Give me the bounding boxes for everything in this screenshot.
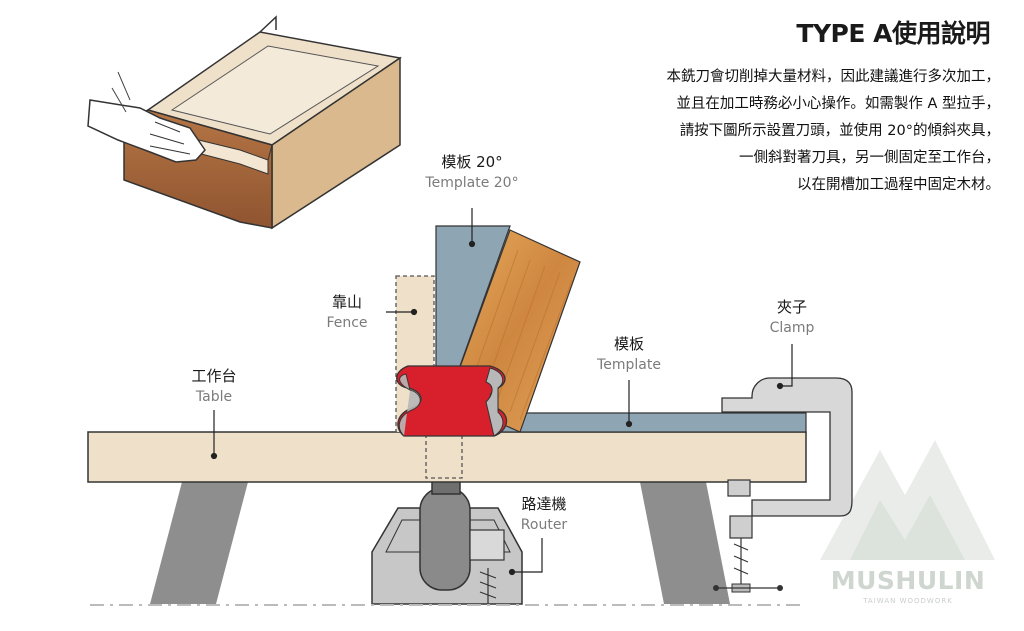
- description-block: 本銑刀會切削掉大量材料，因此建議進行多次加工， 並且在加工時務必小心操作。如需製…: [540, 64, 1001, 199]
- label-table: 工作台 Table: [174, 366, 254, 408]
- description-line: 以在開槽加工過程中固定木材。: [797, 177, 1000, 193]
- label-clamp: 夾子 Clamp: [752, 297, 832, 339]
- label-en: Fence: [326, 315, 368, 331]
- label-template-20: 模板 20° Template 20°: [412, 152, 532, 194]
- label-zh: 模板: [613, 335, 644, 353]
- leader-lines: [210, 208, 793, 576]
- brand-tagline: TAIWAN WOODWORK: [863, 597, 953, 605]
- label-zh: 模板 20°: [441, 153, 503, 171]
- description-line: 請按下圖所示設置刀頭，並使用 20°的傾斜夾具，: [679, 123, 1000, 139]
- label-zh: 路達機: [521, 495, 567, 513]
- page-title: TYPE A使用說明: [796, 19, 990, 48]
- router-bit-icon: [396, 365, 508, 437]
- router: [371, 475, 523, 605]
- label-zh: 工作台: [191, 367, 237, 385]
- description-line: 一側斜對著刀具，另一側固定至工作台，: [739, 150, 1000, 166]
- label-en: Router: [520, 517, 568, 533]
- brand-logo-mountains: [820, 440, 995, 560]
- work-table: [87, 431, 807, 483]
- label-zh: 靠山: [331, 293, 362, 311]
- label-zh: 夾子: [776, 298, 807, 316]
- description-line: 本銑刀會切削掉大量材料，因此建議進行多次加工，: [666, 69, 1001, 85]
- label-en: Template: [597, 357, 661, 373]
- label-template: 模板 Template: [584, 334, 674, 376]
- template-plate: [479, 412, 807, 433]
- label-router: 路達機 Router: [502, 494, 586, 536]
- bit-channel: [425, 434, 463, 479]
- hand-icon: [87, 71, 206, 163]
- label-en: Clamp: [769, 320, 815, 336]
- description-line: 並且在加工時務必小心操作。如需製作 A 型拉手，: [676, 96, 1000, 112]
- label-en: Table: [195, 389, 233, 405]
- brand-name: MUSHULIN: [830, 566, 986, 595]
- table-legs: [150, 482, 730, 604]
- clamp-icon: [713, 377, 853, 593]
- label-fence: 靠山 Fence: [312, 292, 382, 334]
- label-en: Template 20°: [425, 175, 519, 191]
